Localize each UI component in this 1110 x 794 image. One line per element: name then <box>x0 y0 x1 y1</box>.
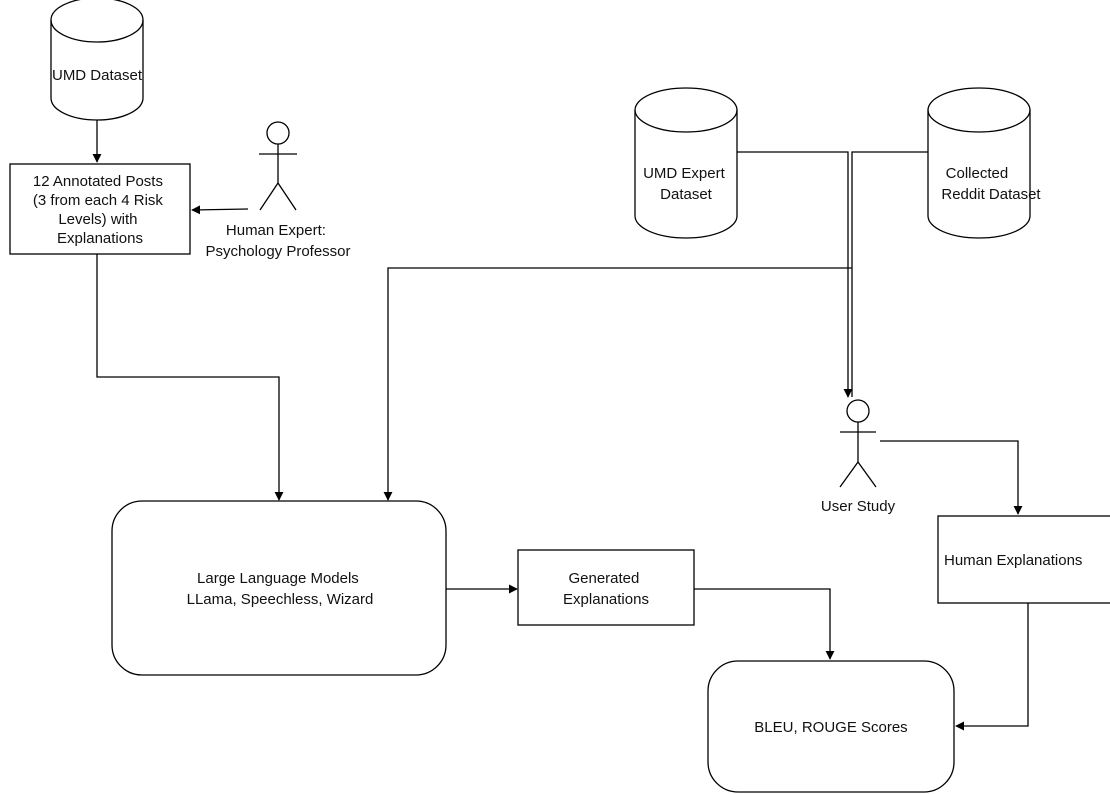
edge-annotated-to-llm <box>96 254 284 501</box>
annotated-posts-node: 12 Annotated Posts (3 from each 4 Risk L… <box>9 163 191 255</box>
human-explanations-label: Human Explanations <box>944 552 1082 569</box>
annotated-posts-line-3: Levels) with <box>58 211 137 228</box>
edge-datasets-to-llm <box>383 267 852 501</box>
user-study-node: User Study <box>821 399 896 515</box>
reddit-dataset-line-2: Reddit Dataset <box>941 186 1041 203</box>
generated-explanations-line-1: Generated <box>568 570 639 587</box>
annotated-posts-line-2: (3 from each 4 Risk <box>33 192 164 209</box>
svg-text:Generated Explanations: Generated Explanations <box>563 570 649 608</box>
umd-expert-dataset-node: UMD Expert Dataset <box>634 87 738 239</box>
edge-reddit-to-user-study <box>851 151 928 397</box>
annotated-posts-line-4: Explanations <box>57 230 143 247</box>
svg-text:Human Expert: Psychology: Human Expert: Psychology Professor <box>205 222 350 260</box>
umd-dataset-label: UMD Dataset <box>52 67 143 84</box>
scores-node: BLEU, ROUGE Scores <box>707 660 955 793</box>
reddit-dataset-line-1: Collected <box>946 165 1009 182</box>
annotated-posts-line-1: 12 Annotated Posts <box>33 173 163 190</box>
reddit-dataset-node: Collected Reddit Dataset <box>927 87 1041 239</box>
edges <box>92 120 1029 731</box>
edge-umd-expert-to-user-study <box>737 151 853 398</box>
user-study-label: User Study <box>821 498 896 515</box>
human-expert-line-1: Human Expert: <box>226 222 326 239</box>
user-study-actor-icon <box>839 399 877 488</box>
human-expert-actor-icon <box>259 121 297 211</box>
llm-line-1: Large Language Models <box>197 570 359 587</box>
human-expert-line-2: Psychology Professor <box>205 243 350 260</box>
umd-dataset-node: UMD Dataset <box>50 0 144 121</box>
edge-expert-to-annotated <box>191 205 249 215</box>
scores-label: BLEU, ROUGE Scores <box>754 719 907 736</box>
llm-line-2: LLama, Speechless, Wizard <box>187 591 374 608</box>
svg-text:Collected Reddit Dataset: Collected Reddit Dataset <box>941 165 1041 203</box>
svg-text:UMD Expert Dataset: UMD Expert Dataset <box>643 165 729 203</box>
svg-text:Large Language Models LL: Large Language Models LLama, Speechless,… <box>187 570 374 608</box>
umd-expert-dataset-line-2: Dataset <box>660 186 713 203</box>
svg-text:12 Annotated Posts (3 fr: 12 Annotated Posts (3 from each 4 Risk L… <box>33 173 167 247</box>
edge-user-study-to-human-explanations <box>880 440 1023 515</box>
edge-generated-to-scores <box>694 588 835 660</box>
edge-human-explanations-to-scores <box>955 603 1029 731</box>
human-expert-node: Human Expert: Psychology Professor <box>205 121 351 260</box>
generated-explanations-node: Generated Explanations <box>517 549 695 626</box>
human-explanations-node: Human Explanations <box>937 515 1110 604</box>
generated-explanations-line-2: Explanations <box>563 591 649 608</box>
llm-node: Large Language Models LLama, Speechless,… <box>111 500 447 676</box>
umd-expert-dataset-line-1: UMD Expert <box>643 165 726 182</box>
